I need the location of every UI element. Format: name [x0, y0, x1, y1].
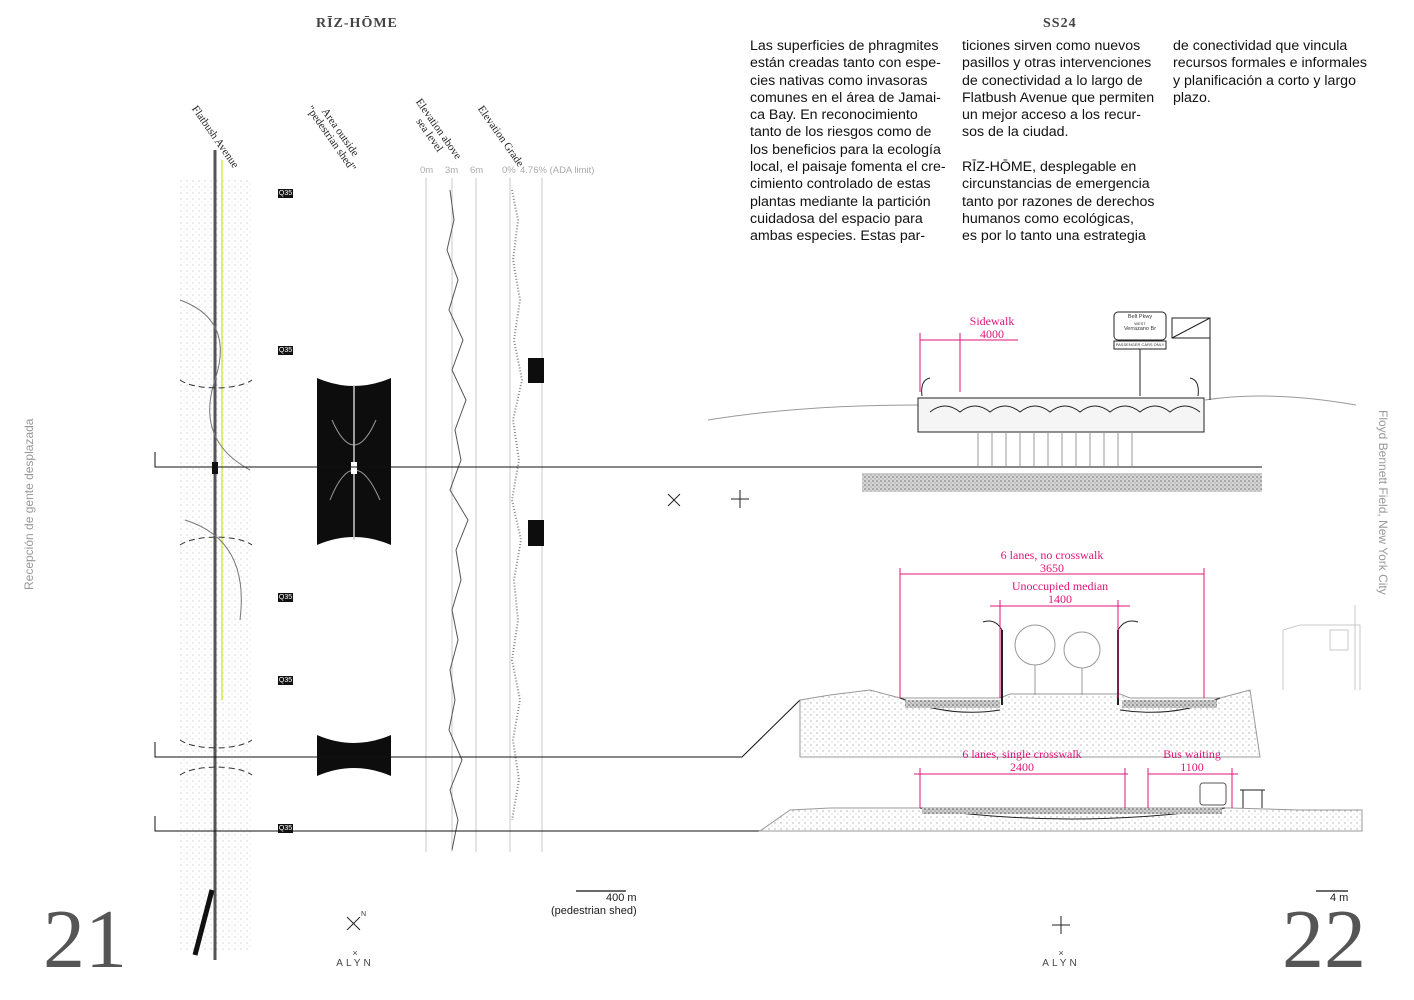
project-title: RĪZ-HŌME	[316, 16, 398, 31]
crosswalk-section	[758, 782, 1363, 832]
dimension-six-lanes-no-crosswalk: 6 lanes, no crosswalk 3650	[962, 549, 1142, 575]
sign-line-3: Verrazano Br	[1123, 326, 1157, 332]
brand-logo-right: × ALYN	[1036, 948, 1086, 969]
brand-name: ALYN	[1042, 958, 1080, 969]
overpass-section	[707, 311, 1357, 466]
dimension-bus-waiting: Bus waiting 1100	[1150, 748, 1234, 774]
brand-logo-left: × ALYN	[330, 948, 380, 969]
sign-line-1: Belt Pkwy	[1127, 314, 1153, 320]
brand-mark: ×	[352, 948, 358, 958]
elevation-tick-0: 0m	[420, 165, 434, 176]
north-label: N	[361, 911, 367, 918]
dimension-value: 3650	[1040, 561, 1064, 575]
route-badge: Q35	[278, 676, 293, 685]
section-lines	[154, 452, 1262, 832]
dimension-value: 1100	[1180, 760, 1204, 774]
registration-marks	[346, 490, 1070, 934]
dimension-label: 6 lanes, no crosswalk	[1000, 548, 1104, 562]
elevation-tick-3: 3m	[445, 165, 459, 176]
dimension-label: Unoccupied median	[1011, 579, 1109, 593]
dimension-label: Sidewalk	[969, 314, 1015, 328]
right-side-label: Floyd Bennett Field, New York City	[1376, 410, 1390, 595]
semester-label: SS24	[1043, 16, 1077, 31]
text-column-3: de conectividad que vincula recursos for…	[1173, 38, 1367, 106]
text-column-1: Las superficies de phragmites están crea…	[750, 38, 946, 245]
dimension-value: 4000	[980, 327, 1004, 341]
brand-name: ALYN	[336, 958, 374, 969]
page-number-left: 21	[43, 893, 127, 986]
route-badge: Q35	[278, 824, 293, 833]
dimension-value: 2400	[1010, 760, 1034, 774]
highway-sign: Belt Pkwy WEST Verrazano Br	[1116, 314, 1164, 333]
sign-line-2: WEST	[1134, 321, 1146, 326]
street-plan-map	[179, 150, 253, 960]
sign-passenger-cars-only: PASSENGER CARS ONLY	[1115, 342, 1165, 347]
elevation-graph	[425, 178, 544, 852]
scale-bar-left-note: (pedestrian shed)	[551, 905, 637, 917]
dimension-unoccupied-median: Unoccupied median 1400	[990, 580, 1130, 606]
route-badge: Q35	[278, 189, 293, 198]
grade-tick-0: 0%	[502, 165, 516, 176]
grade-tick-ada: 4.76% (ADA limit)	[520, 165, 595, 176]
route-badge: Q35	[278, 593, 293, 602]
left-side-label: Recepción de gente desplazada	[22, 418, 36, 590]
median-section	[799, 605, 1361, 758]
dimension-value: 1400	[1048, 592, 1072, 606]
route-badge: Q35	[278, 346, 293, 355]
brand-mark: ×	[1058, 948, 1064, 958]
dimension-label: Bus waiting	[1163, 747, 1221, 761]
scale-bar-right-value: 4 m	[1330, 892, 1349, 904]
dimension-label: 6 lanes, single crosswalk	[962, 747, 1082, 761]
page-number-right: 22	[1282, 893, 1366, 986]
text-column-2: ticiones sirven como nuevos pasillos y o…	[962, 38, 1155, 245]
dimension-lines	[899, 333, 1238, 808]
scale-bar-left-value: 400 m	[606, 892, 637, 904]
dimension-six-lanes-single-crosswalk: 6 lanes, single crosswalk 2400	[932, 748, 1112, 774]
pedestrian-shed-areas	[317, 378, 391, 776]
dimension-sidewalk: Sidewalk 4000	[942, 315, 1042, 341]
elevation-tick-6: 6m	[470, 165, 484, 176]
